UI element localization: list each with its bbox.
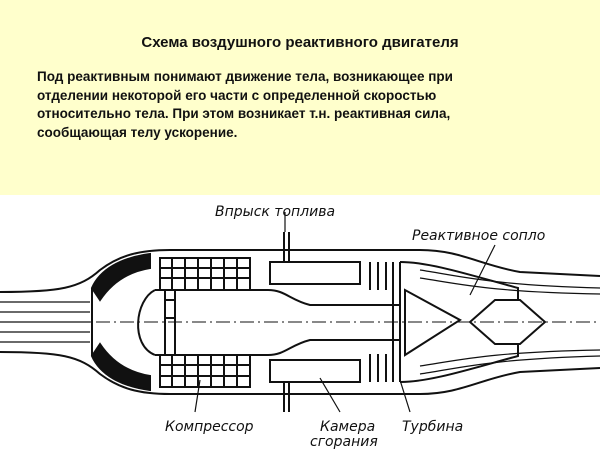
label-combustion-chamber-1: Камера — [320, 419, 375, 435]
text-panel: Схема воздушного реактивного двигателя П… — [0, 0, 600, 195]
label-turbine: Турбина — [402, 419, 463, 435]
paragraph-line: Под реактивным понимают движение тела, в… — [37, 69, 453, 84]
definition-paragraph: Под реактивным понимают движение тела, в… — [37, 68, 557, 142]
label-compressor: Компрессор — [165, 419, 254, 435]
jet-engine-diagram: Впрыск топлива Реактивное сопло Компресс… — [0, 204, 600, 450]
slide-title: Схема воздушного реактивного двигателя — [141, 34, 459, 51]
label-jet-nozzle: Реактивное сопло — [412, 228, 545, 244]
paragraph-line: относительно тела. При этом возникает т.… — [37, 106, 451, 121]
paragraph-line: отделении некоторой его части с определе… — [37, 87, 437, 103]
label-combustion-chamber-2: сгорания — [310, 434, 378, 450]
label-fuel-injection: Впрыск топлива — [215, 204, 335, 220]
paragraph-line: сообщающая телу ускорение. — [37, 124, 238, 140]
